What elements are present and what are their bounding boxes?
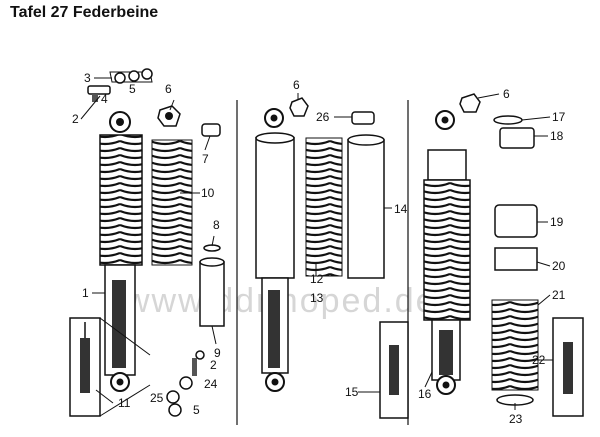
label-3: 3 [84, 71, 91, 85]
label-21: 21 [552, 288, 566, 302]
cap-part-19 [494, 204, 538, 238]
label-14: 14 [394, 202, 408, 216]
label-4: 4 [101, 92, 108, 106]
label-6: 6 [165, 82, 172, 96]
sleeve-part-20 [494, 247, 538, 271]
label-6-col2: 6 [293, 78, 300, 92]
label-2-bottom: 2 [210, 358, 217, 372]
page-title: Tafel 27 Federbeine [10, 4, 159, 21]
cap-part-18 [499, 127, 535, 149]
bolt-part-2 [195, 350, 205, 360]
nut-part-6-col2 [289, 97, 309, 117]
shock-absorber-2 [255, 108, 295, 392]
label-19: 19 [550, 215, 564, 229]
clamp-part-7 [201, 123, 221, 137]
spring-part-21 [491, 299, 539, 391]
label-26: 26 [316, 110, 330, 124]
label-6-col3: 6 [503, 87, 510, 101]
washer-part-25 [166, 390, 180, 404]
label-24: 24 [204, 377, 218, 391]
sleeve-part-9 [199, 261, 225, 327]
label-15: 15 [345, 385, 359, 399]
nut-part-6-col3 [459, 93, 481, 113]
label-7: 7 [202, 152, 209, 166]
ring-part-17 [493, 115, 523, 125]
label-10: 10 [201, 186, 215, 200]
label-22: 22 [532, 353, 546, 367]
cover-tube-part-14 [347, 139, 385, 279]
hardware-parts-top [87, 68, 153, 102]
label-5: 5 [129, 82, 136, 96]
label-17: 17 [552, 110, 566, 124]
spring-part-12 [305, 137, 343, 277]
label-23: 23 [509, 412, 523, 426]
washer-part-24 [179, 376, 193, 390]
label-11: 11 [118, 396, 131, 410]
insert-box-22 [552, 317, 584, 417]
label-12: 12 [310, 272, 324, 286]
label-2: 2 [72, 112, 79, 126]
nut-part-5 [168, 403, 182, 417]
spring-part-10 [151, 139, 193, 266]
label-25: 25 [150, 391, 164, 405]
label-18: 18 [550, 129, 564, 143]
label-1: 1 [82, 286, 89, 300]
shock-absorber-1 [99, 111, 143, 392]
nut-part-26 [351, 111, 375, 125]
label-16: 16 [418, 387, 432, 401]
label-8: 8 [213, 218, 220, 232]
shock-absorber-3 [423, 110, 471, 395]
label-9: 9 [214, 346, 221, 360]
label-20: 20 [552, 259, 566, 273]
label-5-bottom: 5 [193, 403, 200, 417]
label-13: 13 [310, 291, 324, 305]
